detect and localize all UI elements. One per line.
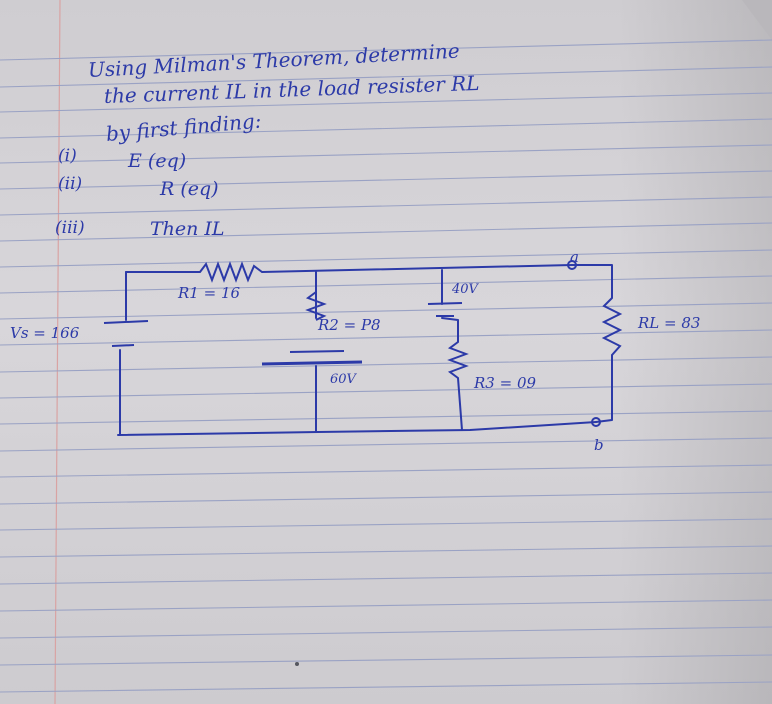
resistor-rl — [601, 297, 623, 356]
step-3-label: (iii) — [55, 218, 85, 238]
right-wire-mid — [441, 317, 459, 343]
r3-label: R3 = 09 — [474, 374, 537, 392]
ruled-lines — [0, 39, 772, 693]
rl-label: RL = 83 — [638, 314, 701, 332]
ink-dot — [295, 662, 299, 666]
terminal-b — [591, 417, 601, 427]
step-2-label: (ii) — [58, 174, 83, 194]
battery-vs — [103, 320, 149, 347]
top-wire — [261, 264, 573, 273]
battery-60v — [261, 350, 363, 366]
v2-label: 60V — [330, 372, 356, 387]
battery-40v — [427, 302, 463, 317]
step-2-text: R (eq) — [160, 178, 219, 200]
resistor-r2 — [305, 291, 327, 321]
right-wire-lower — [457, 377, 463, 431]
circuit-wires — [117, 264, 613, 436]
r2-label: R2 = P8 — [318, 316, 381, 334]
node-b-label: b — [594, 436, 604, 454]
terminal-a — [567, 260, 577, 270]
r1-label: R1 = 16 — [178, 284, 241, 302]
resistor-r1 — [199, 261, 263, 283]
vs-label: Vs = 166 — [10, 324, 80, 342]
load-return-wire — [595, 354, 613, 423]
step-3-text: Then IL — [150, 218, 225, 240]
page-edge — [722, 0, 772, 40]
bottom-wire — [117, 421, 597, 436]
node-a-label: a — [570, 248, 579, 266]
step-1-text: E (eq) — [128, 150, 187, 172]
step-1-label: (i) — [58, 146, 77, 166]
top-wire-right — [571, 264, 613, 299]
resistor-r3 — [447, 341, 469, 379]
v3-label: 40V — [452, 282, 478, 297]
